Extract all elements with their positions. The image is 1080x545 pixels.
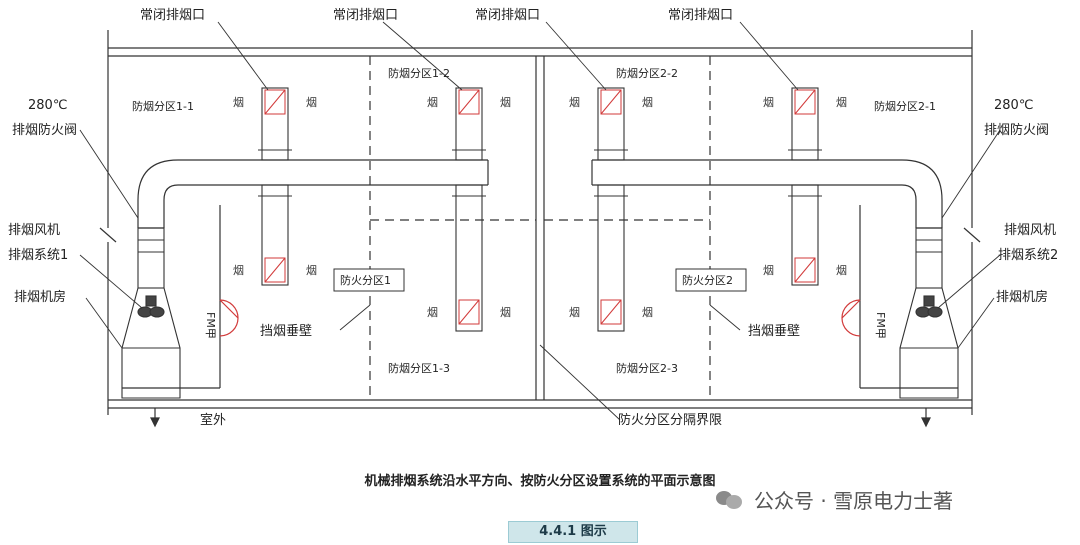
fire-door-right <box>841 299 861 337</box>
label-door-right: FM甲 <box>874 312 887 339</box>
smoke-glyph: 烟 <box>763 263 774 277</box>
figure-caption: 机械排烟系统沿水平方向、按防火分区设置系统的平面示意图 <box>364 474 716 489</box>
label-fan-room-left: 排烟机房 <box>14 289 66 305</box>
main-duct-right <box>591 159 943 229</box>
label-fire-zone-1: 防火分区1 <box>340 273 391 287</box>
smoke-glyph: 烟 <box>500 95 511 109</box>
label-smoke-zone-2-3: 防烟分区2-3 <box>616 361 678 375</box>
outdoor-arrow-icon <box>150 408 931 428</box>
label-fan-room-right: 排烟机房 <box>996 289 1048 305</box>
fan-icon <box>137 295 165 318</box>
label-smoke-zone-1-2: 防烟分区1-2 <box>388 66 450 80</box>
watermark-text: 公众号 · 雪原电力士著 <box>754 488 954 513</box>
labels: 常闭排烟口 常闭排烟口 常闭排烟口 常闭排烟口 280℃ 排烟防火阀 280℃ … <box>8 8 1058 428</box>
label-smoke-curtain-left: 挡烟垂壁 <box>260 324 312 339</box>
figure-tag: 4.4.1 图示 <box>508 521 638 543</box>
smoke-curtain-lines <box>369 56 711 400</box>
smoke-glyph: 烟 <box>569 305 580 319</box>
main-duct-left <box>137 159 489 229</box>
smoke-glyph: 烟 <box>233 95 244 109</box>
label-smoke-zone-2-2: 防烟分区2-2 <box>616 66 678 80</box>
label-exhaust-fan-left: 排烟风机 <box>8 223 60 238</box>
label-outdoor: 室外 <box>200 412 226 428</box>
label-smoke-zone-2-1: 防烟分区2-1 <box>874 99 936 113</box>
label-normally-closed-1: 常闭排烟口 <box>140 8 205 23</box>
smoke-glyph: 烟 <box>427 95 438 109</box>
fan-room-left <box>121 227 181 399</box>
label-normally-closed-4: 常闭排烟口 <box>668 8 733 23</box>
label-fire-zone-boundary: 防火分区分隔界限 <box>618 412 722 428</box>
fan-icon <box>915 295 943 318</box>
label-system-2: 排烟系统2 <box>998 248 1058 263</box>
smoke-glyph: 烟 <box>306 95 317 109</box>
smoke-glyph: 烟 <box>427 305 438 319</box>
leader-lines <box>79 21 1001 421</box>
label-fire-damper-left: 排烟防火阀 <box>12 122 77 138</box>
label-fire-damper-right: 排烟防火阀 <box>984 122 1049 138</box>
smoke-glyph: 烟 <box>233 263 244 277</box>
label-door-left: FM甲 <box>204 312 217 339</box>
fire-zone-boundary-line <box>535 56 545 400</box>
building-outline <box>99 30 981 415</box>
label-280-right: 280℃ <box>994 98 1033 113</box>
smoke-glyph: 烟 <box>836 263 847 277</box>
label-normally-closed-3: 常闭排烟口 <box>475 8 540 23</box>
smoke-glyph: 烟 <box>500 305 511 319</box>
fire-zone-box-1: 防火分区1 <box>333 268 405 292</box>
watermark: 公众号 · 雪原电力士著 <box>716 482 953 516</box>
fire-door-left <box>219 299 239 337</box>
fan-room-right <box>899 227 959 399</box>
branch-ducts <box>258 87 822 332</box>
smoke-glyph: 烟 <box>763 95 774 109</box>
smoke-glyphs: 烟 烟 烟 烟 烟 烟 烟 烟 烟 烟 烟 烟 烟 烟 烟 烟 <box>233 95 847 319</box>
smoke-glyph: 烟 <box>642 305 653 319</box>
label-fire-zone-2: 防火分区2 <box>682 273 733 287</box>
smoke-glyph: 烟 <box>836 95 847 109</box>
smoke-glyph: 烟 <box>306 263 317 277</box>
label-280-left: 280℃ <box>28 98 67 113</box>
label-smoke-zone-1-3: 防烟分区1-3 <box>388 361 450 375</box>
label-system-1: 排烟系统1 <box>8 248 68 263</box>
label-normally-closed-2: 常闭排烟口 <box>333 8 398 23</box>
label-exhaust-fan-right: 排烟风机 <box>1004 223 1056 238</box>
wechat-logo-icon <box>716 487 744 511</box>
label-smoke-zone-1-1: 防烟分区1-1 <box>132 99 194 113</box>
fire-zone-box-2: 防火分区2 <box>675 268 747 292</box>
smoke-glyph: 烟 <box>569 95 580 109</box>
smoke-glyph: 烟 <box>642 95 653 109</box>
label-smoke-curtain-right: 挡烟垂壁 <box>748 324 800 339</box>
